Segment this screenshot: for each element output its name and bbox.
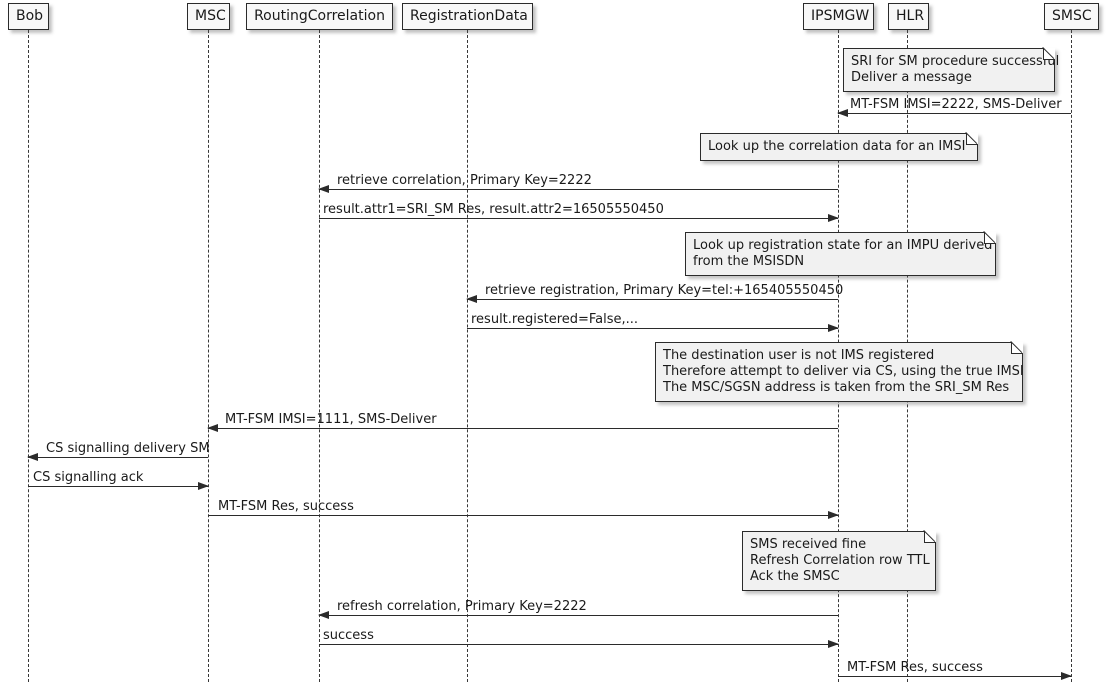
note-lookup-registration: Look up registration state for an IMPU d… [685,232,996,276]
msg-mtfsm-2222 [837,108,1071,117]
arrowhead-icon [828,639,839,648]
msg-retrieve-registration-label: retrieve registration, Primary Key=tel:+… [485,283,844,298]
msg-correlation-result-label: result.attr1=SRI_SM Res, result.attr2=16… [323,202,664,217]
arrowhead-icon [828,510,839,519]
note-sms-received-text: SMS received fine Refresh Correlation ro… [750,537,930,584]
msg-mtfsm-res-success-2 [838,671,1072,680]
msg-refresh-success-label: success [323,628,374,643]
msg-registration-result-label: result.registered=False,... [471,312,639,327]
note-sri-success-text: SRI for SM procedure successful Deliver … [851,54,1060,85]
arrowhead-icon [466,294,477,303]
note-fold-corner-icon [1011,342,1023,354]
msg-cs-ack-label: CS signalling ack [33,470,144,485]
lifeline-msc [208,30,209,682]
lifeline-smsc [1071,30,1072,682]
msg-refresh-correlation-label: refresh correlation, Primary Key=2222 [337,599,587,614]
msg-refresh-correlation [318,610,838,619]
arrowhead-icon [837,108,848,117]
participant-bob[interactable]: Bob [8,3,49,30]
lifeline-rc [319,30,320,682]
note-fold-corner-icon [966,133,978,145]
participant-ipsmgw[interactable]: IPSMGW [803,3,874,30]
arrowhead-icon [1061,671,1072,680]
participant-hlr[interactable]: HLR [888,3,929,30]
msg-mtfsm-res-success-1-label: MT-FSM Res, success [218,499,354,514]
participant-rc[interactable]: RoutingCorrelation [246,3,393,30]
participant-msc[interactable]: MSC [187,3,230,30]
participant-rd[interactable]: RegistrationData [402,3,533,30]
msg-correlation-result [319,213,839,222]
note-fold-corner-icon [924,531,936,543]
msg-retrieve-registration [466,294,838,303]
msg-mtfsm-res-success-1 [208,510,839,519]
note-lookup-correlation: Look up the correlation data for an IMSI [700,133,978,161]
msg-mtfsm-1111-label: MT-FSM IMSI=1111, SMS-Deliver [225,412,437,427]
lifeline-bob [28,30,29,682]
msg-retrieve-correlation [318,184,838,193]
msg-mtfsm-res-success-2-label: MT-FSM Res, success [847,660,983,675]
arrowhead-icon [828,323,839,332]
msg-mtfsm-2222-label: MT-FSM IMSI=2222, SMS-Deliver [850,97,1062,112]
msg-retrieve-correlation-label: retrieve correlation, Primary Key=2222 [337,173,592,188]
note-sms-received: SMS received fine Refresh Correlation ro… [742,531,936,591]
arrowhead-icon [828,213,839,222]
msg-cs-ack [28,481,209,490]
msg-refresh-success [319,639,839,648]
note-not-registered: The destination user is not IMS register… [655,342,1024,402]
arrowhead-icon [27,452,38,461]
arrowhead-icon [318,184,329,193]
arrowhead-icon [318,610,329,619]
note-sri-success: SRI for SM procedure successful Deliver … [843,48,1059,92]
msg-mtfsm-1111 [207,423,838,432]
note-lookup-registration-text: Look up registration state for an IMPU d… [693,238,993,269]
arrowhead-icon [198,481,209,490]
note-lookup-correlation-text: Look up the correlation data for an IMSI [708,139,966,154]
note-not-registered-text: The destination user is not IMS register… [663,348,1024,395]
msg-cs-delivery-sm [27,452,208,461]
note-fold-corner-icon [984,232,996,244]
lifeline-rd [467,30,468,682]
msg-registration-result [467,323,839,332]
msg-cs-delivery-sm-label: CS signalling delivery SM [46,441,210,456]
participant-smsc[interactable]: SMSC [1044,3,1099,30]
note-fold-corner-icon [1043,48,1055,60]
arrowhead-icon [207,423,218,432]
